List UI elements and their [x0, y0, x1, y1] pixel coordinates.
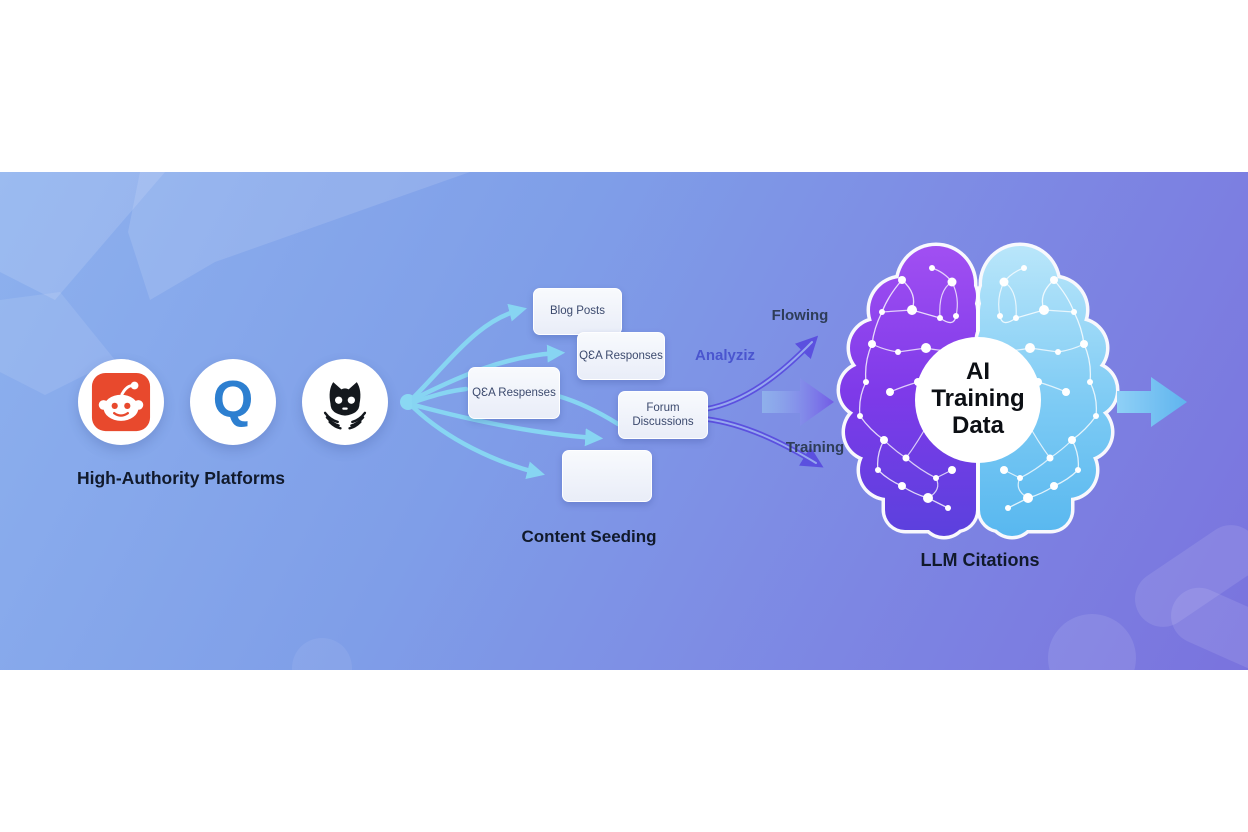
- flowing-label: Flowing: [771, 307, 829, 324]
- brain-text-line3: Data: [951, 412, 1005, 440]
- brain-illustration: [836, 242, 1120, 540]
- reddit-platform-badge: [78, 359, 164, 445]
- seeding-section-label: Content Seeding: [521, 527, 657, 546]
- quora-icon: Q: [212, 371, 254, 429]
- platforms-section-label: High-Authority Platforms: [76, 468, 286, 488]
- background-decor-shapes: [0, 172, 1248, 670]
- brain-center-disc: [915, 337, 1041, 463]
- llm-citations-label: LLM Citations: [920, 550, 1040, 570]
- qa-respenses-box: QƐA Respenses: [468, 367, 560, 419]
- cat-icon: [323, 382, 367, 430]
- analysis-arrows: [703, 335, 824, 468]
- reddit-icon: [91, 372, 151, 432]
- training-label: Training: [785, 439, 845, 456]
- qa-responses-box: QƐA Responses: [577, 332, 665, 380]
- forum-discussions-box: Forum Discussions: [618, 391, 708, 439]
- analyziz-label: Analyziz: [694, 347, 755, 364]
- seeding-arrows: [411, 303, 621, 480]
- flow-block-arrow: [762, 378, 834, 426]
- cat-platform-badge: [302, 359, 388, 445]
- output-block-arrow: [1117, 377, 1187, 427]
- brain-text-line1: AI: [966, 358, 990, 385]
- brain-text-line2: Training: [931, 385, 1025, 413]
- blog-posts-box: Blog Posts: [533, 288, 622, 335]
- empty-seeding-box: [562, 450, 652, 502]
- brain-center-text: AI Training Data: [918, 358, 1038, 439]
- quora-platform-badge: Q: [190, 359, 276, 445]
